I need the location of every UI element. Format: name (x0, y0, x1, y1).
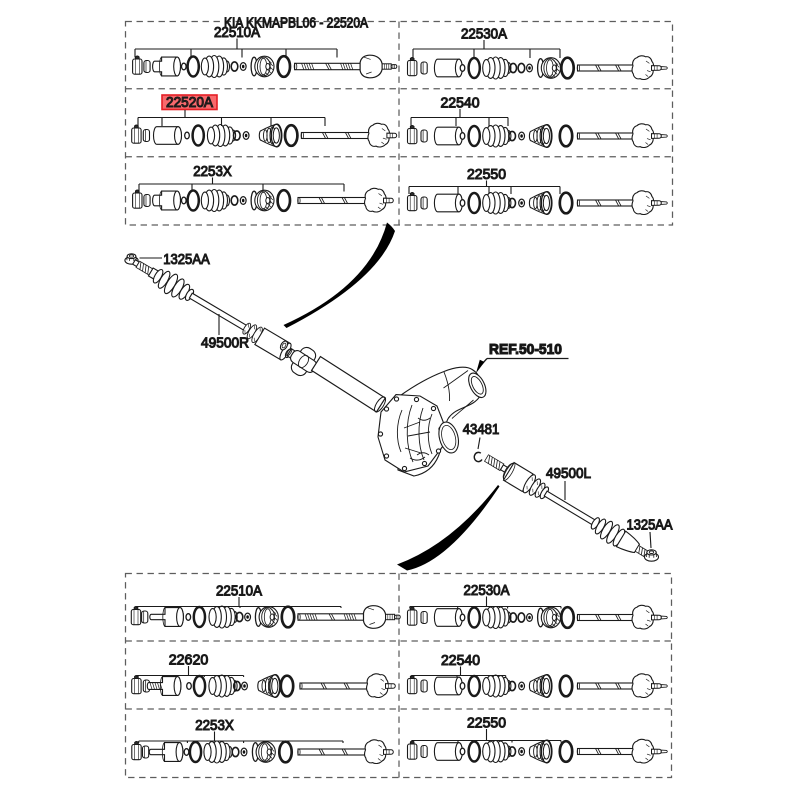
svg-text:22540: 22540 (441, 653, 480, 669)
svg-text:22620: 22620 (169, 653, 209, 669)
svg-text:49500L: 49500L (546, 466, 591, 482)
svg-text:22550: 22550 (467, 167, 506, 183)
svg-text:43481: 43481 (463, 422, 500, 438)
svg-text:22550: 22550 (467, 716, 506, 732)
svg-text:22510A: 22510A (214, 25, 260, 41)
svg-text:2253X: 2253X (195, 718, 234, 734)
svg-text:1325AA: 1325AA (163, 252, 210, 268)
svg-text:KIA KKMAPBL06 - 22520A: KIA KKMAPBL06 - 22520A (224, 16, 368, 32)
svg-text:22520A: 22520A (166, 95, 213, 111)
svg-text:REF.50-510: REF.50-510 (489, 342, 562, 358)
svg-text:22530A: 22530A (461, 27, 507, 43)
svg-text:22530A: 22530A (464, 583, 510, 599)
svg-text:1325AA: 1325AA (627, 518, 673, 534)
svg-text:49500R: 49500R (201, 336, 249, 352)
svg-text:22510A: 22510A (216, 584, 262, 600)
svg-text:2253X: 2253X (193, 164, 232, 180)
svg-text:22540: 22540 (441, 96, 480, 112)
